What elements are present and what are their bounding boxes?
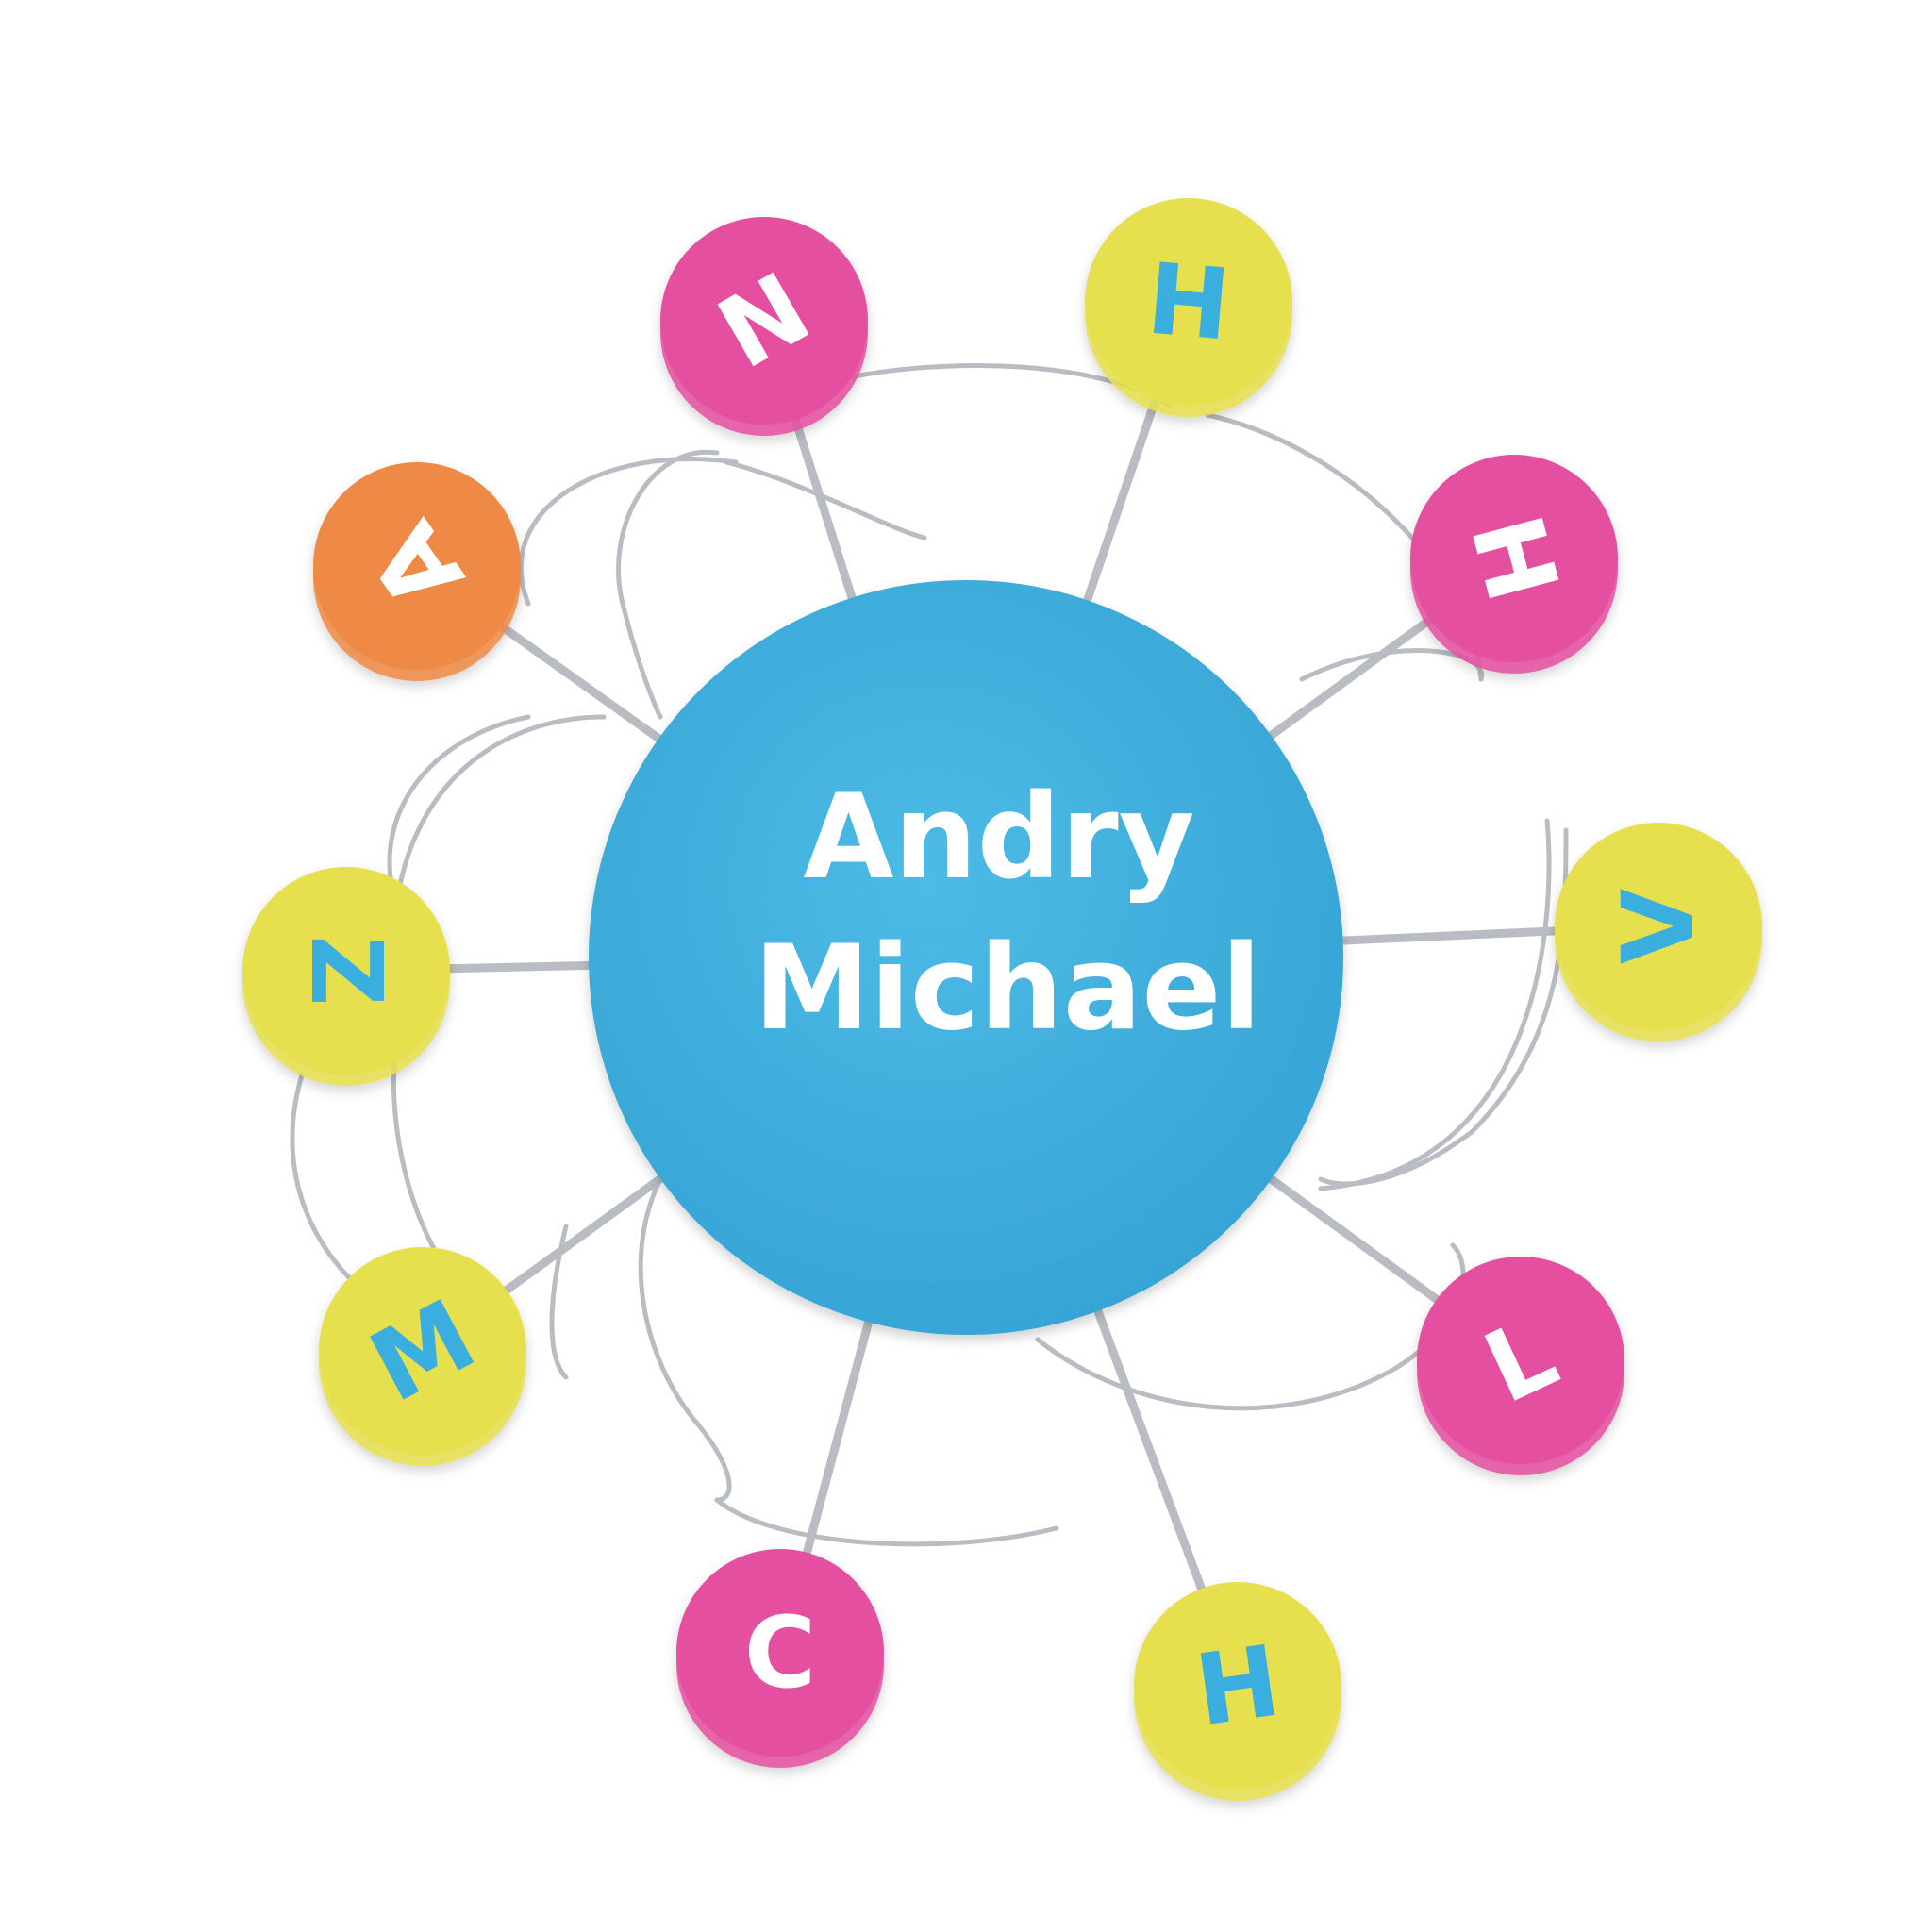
letter-node-disc [676, 1549, 884, 1757]
center-hub: Andry Michael [589, 580, 1343, 1335]
letter-node-disc [242, 867, 450, 1074]
letter-node-l-right-bottom: L [1417, 1257, 1624, 1475]
spoke-h-top [1079, 382, 1164, 614]
letter-node-letter: H [1189, 1624, 1286, 1749]
wire-loop [387, 714, 531, 908]
letter-node-disc [319, 1247, 526, 1455]
letter-node-m-left-bottom: M [319, 1247, 526, 1466]
center-name-last: Michael [754, 921, 1261, 1057]
wire-loop [1299, 648, 1485, 682]
wire-loop [724, 459, 927, 541]
spoke-a-left-top [485, 613, 671, 749]
letter-node-letter: Z [289, 935, 404, 1006]
spoke-v-right [1329, 925, 1574, 945]
wire-loop [518, 457, 739, 607]
letter-node-disc [1555, 823, 1762, 1030]
wire-loop [616, 449, 720, 720]
spoke-z-left [431, 960, 603, 974]
spoke-h-right-top [1258, 607, 1446, 745]
wire-loop [391, 1044, 446, 1267]
letter-node-disc [1417, 1257, 1624, 1464]
letter-node-disc [660, 217, 868, 425]
letter-node-z-left: Z [242, 867, 450, 1086]
letter-node-h-top: H [1085, 198, 1292, 417]
letter-node-letter: C [744, 1595, 816, 1710]
letter-nodes: N H H V L H C M Z A [242, 198, 1762, 1801]
wire-loop [714, 1497, 1059, 1547]
center-name-first: Andry [804, 770, 1195, 906]
letter-node-disc [1134, 1582, 1341, 1790]
spoke-m-left-bottom [491, 1169, 673, 1303]
wire-loop [1318, 818, 1552, 1191]
letter-node-h-right-top: H [1410, 455, 1618, 674]
letter-node-v-right: V [1555, 823, 1762, 1041]
wire-loop [638, 1176, 732, 1503]
letter-node-disc [313, 462, 521, 670]
letter-node-disc [1085, 198, 1292, 406]
spoke-c-bottom [799, 1308, 875, 1571]
letter-node-letter: V [1601, 889, 1716, 965]
letter-node-h-bottom: H [1134, 1582, 1341, 1801]
spoke-h-bottom [1090, 1297, 1211, 1607]
letter-node-a-left-top: A [313, 462, 521, 681]
letter-node-c-bottom: C [676, 1549, 884, 1768]
letter-node-letter: H [1142, 241, 1234, 362]
wire-loop [393, 714, 607, 908]
letter-node-n-top: N [660, 217, 868, 436]
spokes [431, 382, 1574, 1607]
letter-node-disc [1410, 455, 1618, 662]
center-disc [589, 580, 1343, 1335]
spoke-n-top [787, 402, 859, 611]
spoke-l-right-bottom [1259, 1169, 1453, 1312]
